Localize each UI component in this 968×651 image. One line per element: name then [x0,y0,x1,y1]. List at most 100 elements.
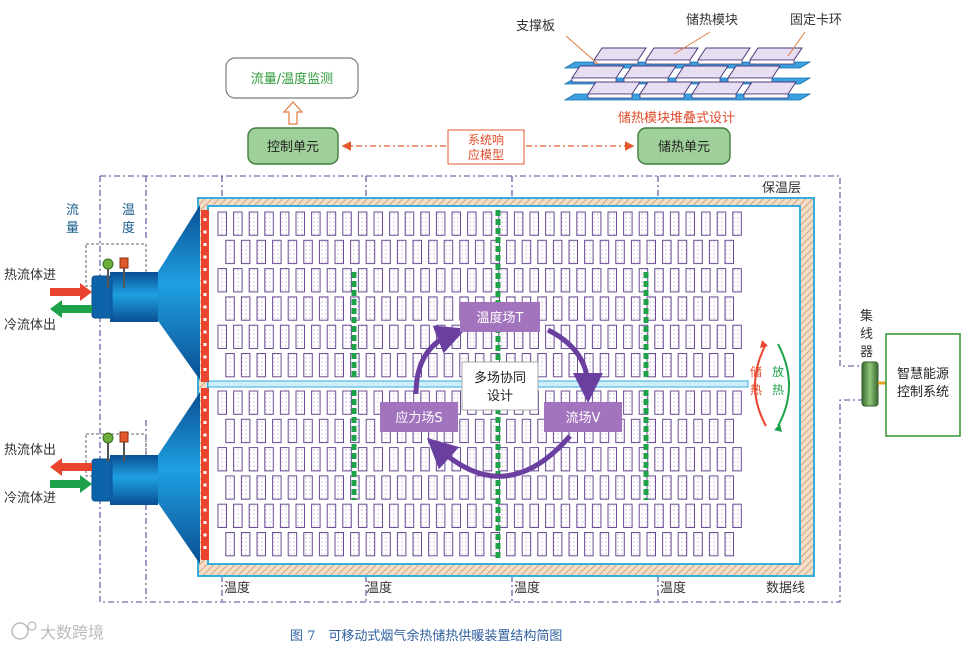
storage-brick [724,296,734,321]
storage-brick [389,211,399,236]
storage-brick [521,532,532,557]
storage-brick [248,211,259,236]
storage-brick [677,239,688,265]
storage-brick [279,390,290,415]
storage-brick [732,268,742,293]
storage-brick [623,503,633,529]
storage-brick [701,211,711,236]
storage-module-block [675,65,729,79]
storage-brick [443,532,454,557]
storage-brick [459,532,469,557]
support-plate-label: 支撑板 [516,19,555,34]
storage-brick [381,532,391,557]
storage-brick [326,503,337,529]
storage-brick [287,475,298,500]
storage-brick [287,353,298,378]
storage-brick [677,475,688,500]
storage-brick [693,296,703,321]
storage-brick [646,239,656,265]
response-model-line2: 应模型 [468,147,504,162]
storage-brick [529,447,539,472]
storage-module-block [697,47,751,61]
storage-brick [576,324,586,350]
storage-brick [295,268,305,293]
storage-module-side [697,59,743,65]
storage-brick [272,239,282,265]
storage-brick [373,211,383,236]
storage-brick [240,475,251,500]
storage-brick [607,324,617,350]
storage-brick [256,475,266,500]
storage-brick [724,475,734,500]
storage-brick [474,418,485,444]
fixing-ring-label: 固定卡环 [790,13,842,28]
storage-brick [334,475,344,500]
storage-brick [545,211,555,236]
multi-field-cycle: 温度场T 应力场S 流场V 多场协同 设计 [380,302,622,479]
storage-brick [264,390,274,415]
red-bar-hole [203,496,207,499]
storage-brick [591,268,602,293]
store-heat-char2: 热 [750,383,762,397]
storage-brick [662,296,672,321]
storage-brick [295,324,305,350]
hot-in-top-arrow [50,283,92,301]
storage-brick [630,239,641,265]
storage-brick [474,532,485,557]
storage-brick [654,447,664,472]
storage-brick [716,211,727,236]
storage-brick [607,211,617,236]
storage-brick [529,503,539,529]
cold-out-top-arrow [50,300,92,318]
temperature-field-label: 温度场T [477,310,524,326]
top-pipe-assembly [91,205,200,380]
storage-brick [396,239,407,265]
storage-brick [365,475,376,500]
storage-brick [272,296,282,321]
storage-brick [521,418,532,444]
storage-brick [303,475,313,500]
storage-brick [506,475,516,500]
storage-brick [248,447,259,472]
storage-brick [404,268,415,293]
storage-brick [685,211,695,236]
storage-brick [654,390,664,415]
storage-brick [303,296,313,321]
red-bar-hole [203,343,207,346]
storage-brick [240,239,251,265]
storage-module-side [623,77,669,83]
storage-brick [233,503,243,529]
storage-brick [693,418,703,444]
storage-brick [521,475,532,500]
storage-brick [451,268,461,293]
storage-brick [701,268,711,293]
store-heat-arc [754,343,767,427]
storage-brick [233,324,243,350]
storage-brick [638,447,649,472]
storage-brick [693,532,703,557]
storage-brick [630,353,641,378]
storage-brick [334,296,344,321]
storage-brick [591,324,602,350]
storage-brick [685,447,695,472]
top-pipe-cone [156,205,200,380]
storage-brick [459,475,469,500]
storage-brick [342,211,352,236]
support-plate-leader [565,35,599,65]
storage-brick [256,239,266,265]
insulation-label: 保温层 [762,181,801,196]
storage-brick [490,475,500,500]
storage-brick [279,268,290,293]
stacking-illustration: 支撑板 储热模块 固定卡环 储热模块堆叠式设计 [516,13,842,126]
storage-brick [638,268,649,293]
storage-brick [389,447,399,472]
flow-field-label: 流场V [566,411,601,426]
flow-label-char1: 流 [66,203,79,218]
storage-brick [701,503,711,529]
storage-brick [552,475,563,500]
storage-brick [482,268,493,293]
temp-label-char2: 度 [122,220,135,236]
multi-field-design-box [461,361,539,411]
collector-char3: 器 [860,345,873,360]
storage-module-block [645,47,699,61]
